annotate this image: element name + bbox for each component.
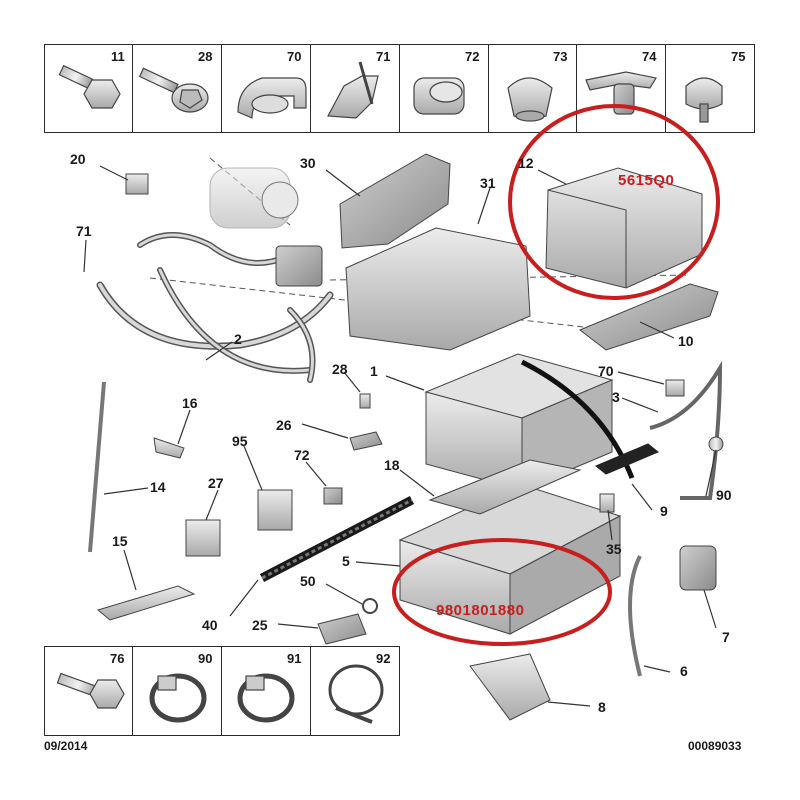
- sensor-7-drawing: [679, 545, 717, 591]
- header-label-8: 75: [731, 49, 746, 64]
- cover-30-drawing: [339, 153, 451, 249]
- callout-72[interactable]: 72: [294, 447, 310, 463]
- part-number-fuse-cover: 5615Q0: [618, 172, 675, 189]
- battery-lid-31-drawing: [345, 227, 531, 351]
- battery-harness-drawing: [96, 232, 334, 383]
- callout-70[interactable]: 70: [598, 363, 614, 379]
- callout-6[interactable]: 6: [680, 663, 688, 679]
- footer-label-4: 92: [376, 651, 391, 666]
- cable-clip-icon: [327, 61, 379, 119]
- support-18-drawing: [428, 459, 582, 515]
- push-clip-icon: [507, 77, 553, 122]
- strap-40-drawing: [261, 498, 413, 580]
- highlight-ellipses: [392, 104, 720, 646]
- part-number-battery-tray: 9801801880: [436, 602, 525, 619]
- warning-label-drawing: [595, 443, 659, 475]
- fastener-icons-bottom: [56, 664, 384, 724]
- fuse-box-drawing: [275, 245, 323, 287]
- bracket-10-drawing: [579, 283, 719, 351]
- header-cell-8[interactable]: [665, 44, 755, 133]
- header-label-2: 28: [198, 49, 213, 64]
- callout-5[interactable]: 5: [342, 553, 350, 569]
- flange-screw-icon: [138, 67, 209, 113]
- clip-27-drawing: [185, 519, 221, 557]
- callout-3[interactable]: 3: [612, 389, 620, 405]
- clip-70-drawing: [665, 379, 685, 397]
- header-label-3: 70: [287, 49, 302, 64]
- starter-motor-drawing: [209, 167, 299, 229]
- header-label-7: 74: [642, 49, 657, 64]
- bracket-clip-icon: [585, 71, 657, 115]
- callout-1[interactable]: 1: [370, 363, 378, 379]
- clip-26-drawing: [349, 431, 383, 451]
- callout-9[interactable]: 9: [660, 503, 668, 519]
- rod-6-drawing: [628, 555, 642, 677]
- bracket-15-drawing: [96, 585, 196, 621]
- bracket-8-drawing: [469, 653, 551, 721]
- footer-label-3: 91: [287, 651, 302, 666]
- cable-tie-icon: [328, 664, 384, 724]
- callout-90[interactable]: 90: [716, 487, 732, 503]
- callout-16[interactable]: 16: [182, 395, 198, 411]
- highlight-fuse-cover: [508, 104, 720, 300]
- hex-bolt-icon: [56, 672, 125, 709]
- hex-bolt-icon: [58, 64, 121, 109]
- clip-95-drawing: [257, 489, 293, 531]
- hose-clamp-icon: [149, 673, 207, 723]
- callout-10[interactable]: 10: [678, 333, 694, 349]
- callout-40[interactable]: 40: [202, 617, 218, 633]
- battery-tray-5-drawing: [398, 483, 622, 635]
- header-label-6: 73: [553, 49, 568, 64]
- footer-cell-4[interactable]: [310, 646, 400, 736]
- cable-3-drawing: [649, 360, 723, 500]
- callout-2[interactable]: 2: [234, 331, 242, 347]
- header-label-5: 72: [465, 49, 480, 64]
- connector-20-drawing: [125, 173, 149, 195]
- terminal-90-drawing: [708, 436, 724, 452]
- callout-7[interactable]: 7: [722, 629, 730, 645]
- callout-14[interactable]: 14: [150, 479, 166, 495]
- callout-35[interactable]: 35: [606, 541, 622, 557]
- callout-25[interactable]: 25: [252, 617, 268, 633]
- header-label-4: 71: [376, 49, 391, 64]
- callout-28[interactable]: 28: [332, 361, 348, 377]
- washer-50-drawing: [362, 598, 378, 614]
- callout-12[interactable]: 12: [518, 155, 534, 171]
- holder-clip-icon: [413, 77, 465, 115]
- callout-20[interactable]: 20: [70, 151, 86, 167]
- callout-95[interactable]: 95: [232, 433, 248, 449]
- diagram-doc-number: 00089033: [688, 739, 742, 753]
- callout-8[interactable]: 8: [598, 699, 606, 715]
- clip-72-drawing: [323, 487, 343, 505]
- footer-label-2: 90: [198, 651, 213, 666]
- callout-15[interactable]: 15: [112, 533, 128, 549]
- fir-tree-clip-icon: [685, 77, 723, 123]
- header-label-1: 11: [111, 49, 125, 64]
- clip-16-drawing: [153, 437, 185, 459]
- clip-35-drawing: [599, 493, 615, 513]
- rod-14-drawing: [88, 381, 106, 553]
- callout-31[interactable]: 31: [480, 175, 496, 191]
- clip-25-drawing: [317, 613, 367, 645]
- callout-50[interactable]: 50: [300, 573, 316, 589]
- leader-lines: [83, 165, 717, 707]
- fastener-icons-top: [58, 61, 723, 123]
- footer-label-1: 76: [110, 651, 125, 666]
- callout-30[interactable]: 30: [300, 155, 316, 171]
- callout-18[interactable]: 18: [384, 457, 400, 473]
- clip-28-drawing: [359, 393, 371, 409]
- diagram-date: 09/2014: [44, 739, 88, 753]
- highlight-battery-tray: [392, 538, 612, 646]
- pipe-clip-icon: [237, 77, 307, 119]
- callout-26[interactable]: 26: [276, 417, 292, 433]
- hose-clamp-icon: [237, 673, 295, 723]
- callout-71[interactable]: 71: [76, 223, 92, 239]
- callout-27[interactable]: 27: [208, 475, 224, 491]
